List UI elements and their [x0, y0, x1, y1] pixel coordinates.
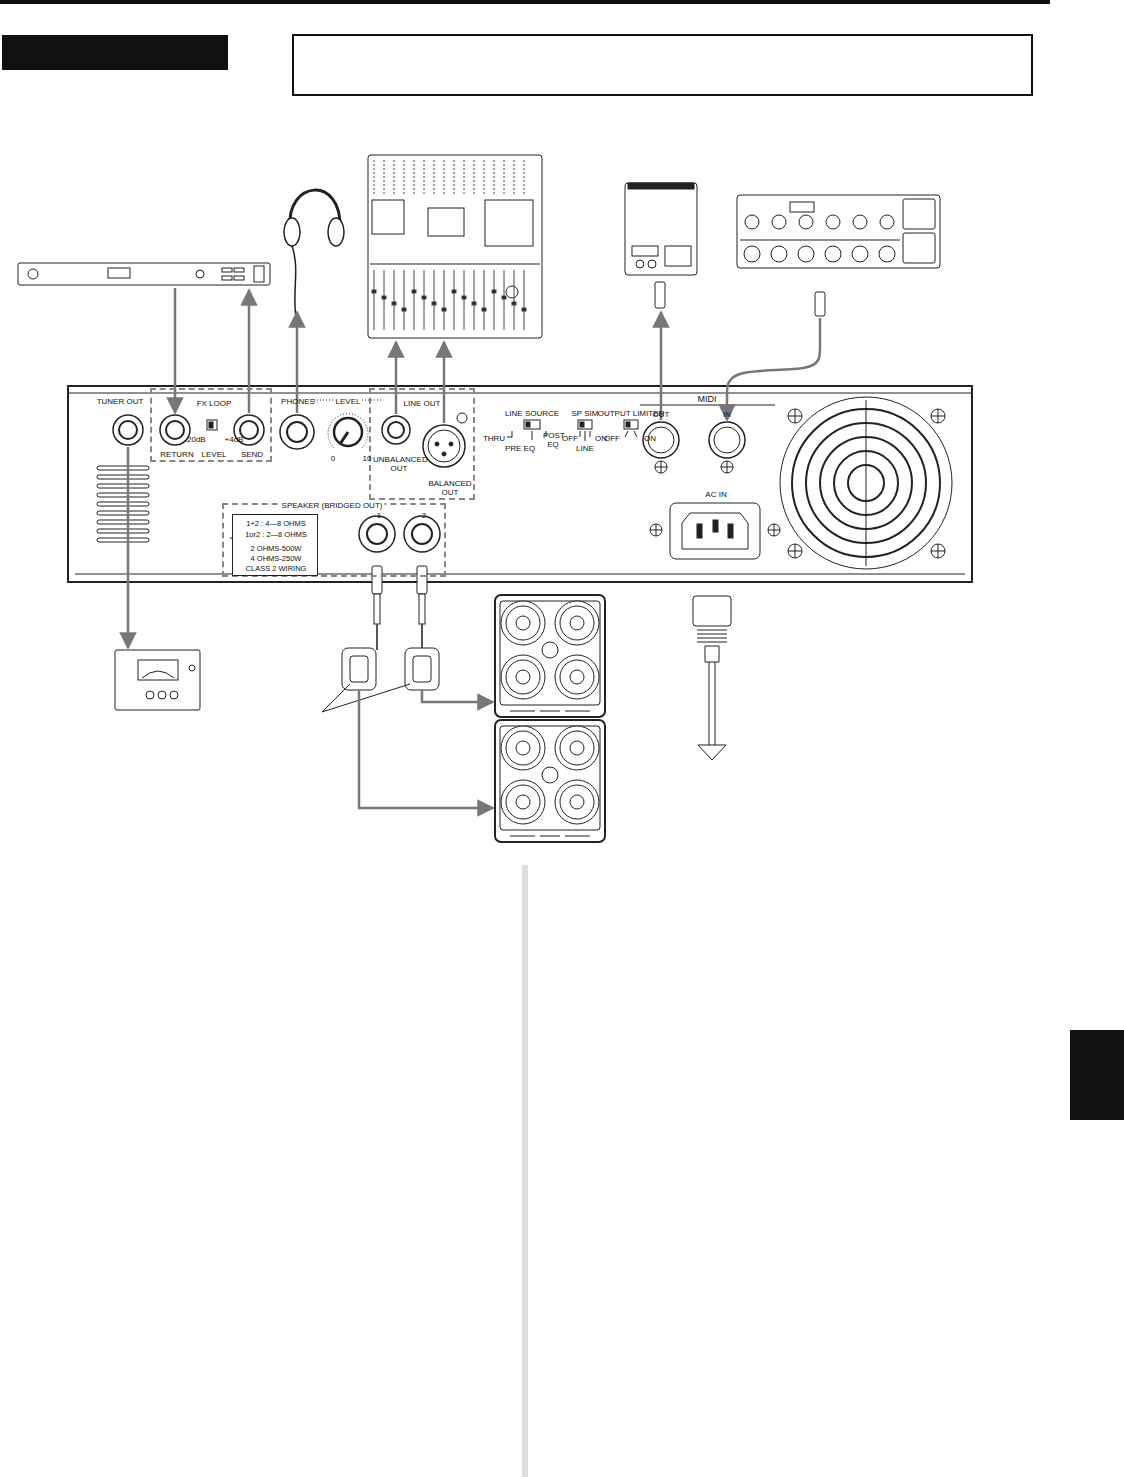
connector-label: AC IN — [705, 490, 726, 499]
connector-label: OUT — [653, 410, 670, 419]
section-tab — [2, 35, 228, 70]
switch-label: LINE SOURCE — [505, 409, 559, 418]
panel-label: BALANCED OUT — [428, 479, 472, 497]
signal-wire — [127, 447, 130, 648]
power-cord — [693, 596, 731, 760]
midi-device — [625, 183, 697, 308]
signal-wire — [174, 288, 177, 413]
foot-controller — [737, 195, 940, 316]
panel-label: UNBALANCED OUT — [373, 455, 425, 473]
panel-label: LEVEL — [202, 450, 227, 459]
panel-label: 2 OHMS-500W — [251, 544, 302, 553]
group-heading: FX LOOP — [197, 399, 232, 408]
signal-wire — [359, 690, 493, 808]
signal-wire — [660, 312, 663, 420]
panel-label: +4dB — [225, 435, 244, 444]
knob-label: LEVEL — [336, 397, 361, 406]
group-heading: SPEAKER (BRIDGED OUT) — [280, 501, 385, 510]
group-heading: 1+2 : 4—8 OHMS — [246, 519, 305, 528]
switch-position: ON — [644, 434, 656, 443]
signal-wire — [422, 690, 493, 702]
top-rule — [0, 0, 1050, 4]
heading-box — [293, 35, 1032, 95]
panel-label: CLASS 2 WIRING — [246, 564, 307, 573]
effects-processor — [18, 263, 270, 285]
jack-label: PHONES — [281, 397, 315, 406]
scale-mark: 0 — [331, 454, 335, 463]
switch-position: OFF — [604, 434, 620, 443]
group-heading: LINE OUT — [404, 399, 441, 408]
scale-mark: 10 — [363, 454, 372, 463]
switch-position: LINE — [576, 444, 594, 453]
signal-wire — [727, 318, 820, 420]
switch-position: POST EQ — [543, 431, 563, 449]
fx-loop-group: FX LOOP RETURN -20dB +4dB LEVEL SEND — [150, 388, 272, 462]
signal-wire — [443, 342, 446, 423]
line-out-group: LINE OUT UNBALANCED OUTBALANCED OUT — [369, 388, 475, 500]
switch-position: OFF — [562, 434, 578, 443]
connector-group-label: MIDI — [698, 395, 717, 404]
rear-panel — [68, 386, 972, 582]
signal-wire — [395, 342, 398, 414]
panel-label: 4 OHMS-250W — [251, 554, 302, 563]
side-tab — [1070, 1030, 1124, 1120]
panel-label: 1or2 : 2—8 OHMS — [245, 530, 307, 539]
mixing-console — [368, 155, 542, 338]
tuner — [115, 650, 200, 710]
signal-wire — [248, 290, 251, 413]
switch-position: THRU — [483, 434, 505, 443]
headphones — [284, 190, 344, 318]
panel-label: 1 — [377, 511, 381, 520]
panel-label: SEND — [241, 450, 263, 459]
switch-position: PRE EQ — [505, 444, 535, 453]
connector-label: IN — [723, 410, 731, 419]
panel-label: 2 — [422, 511, 426, 520]
panel-label: RETURN — [160, 450, 193, 459]
column-divider — [522, 865, 528, 1477]
speaker-output-group: SPEAKER (BRIDGED OUT)1 2 1+2 : 4—8 OHMS 1or… — [222, 503, 446, 577]
panel-label: -20dB — [184, 435, 205, 444]
jack-label: TUNER OUT — [97, 397, 144, 406]
speaker-spec-box: 1+2 : 4—8 OHMS 1or2 : 2—8 OHMS 2 OHMS-500W… — [232, 514, 318, 576]
switch-label: SP SIM — [572, 409, 599, 418]
